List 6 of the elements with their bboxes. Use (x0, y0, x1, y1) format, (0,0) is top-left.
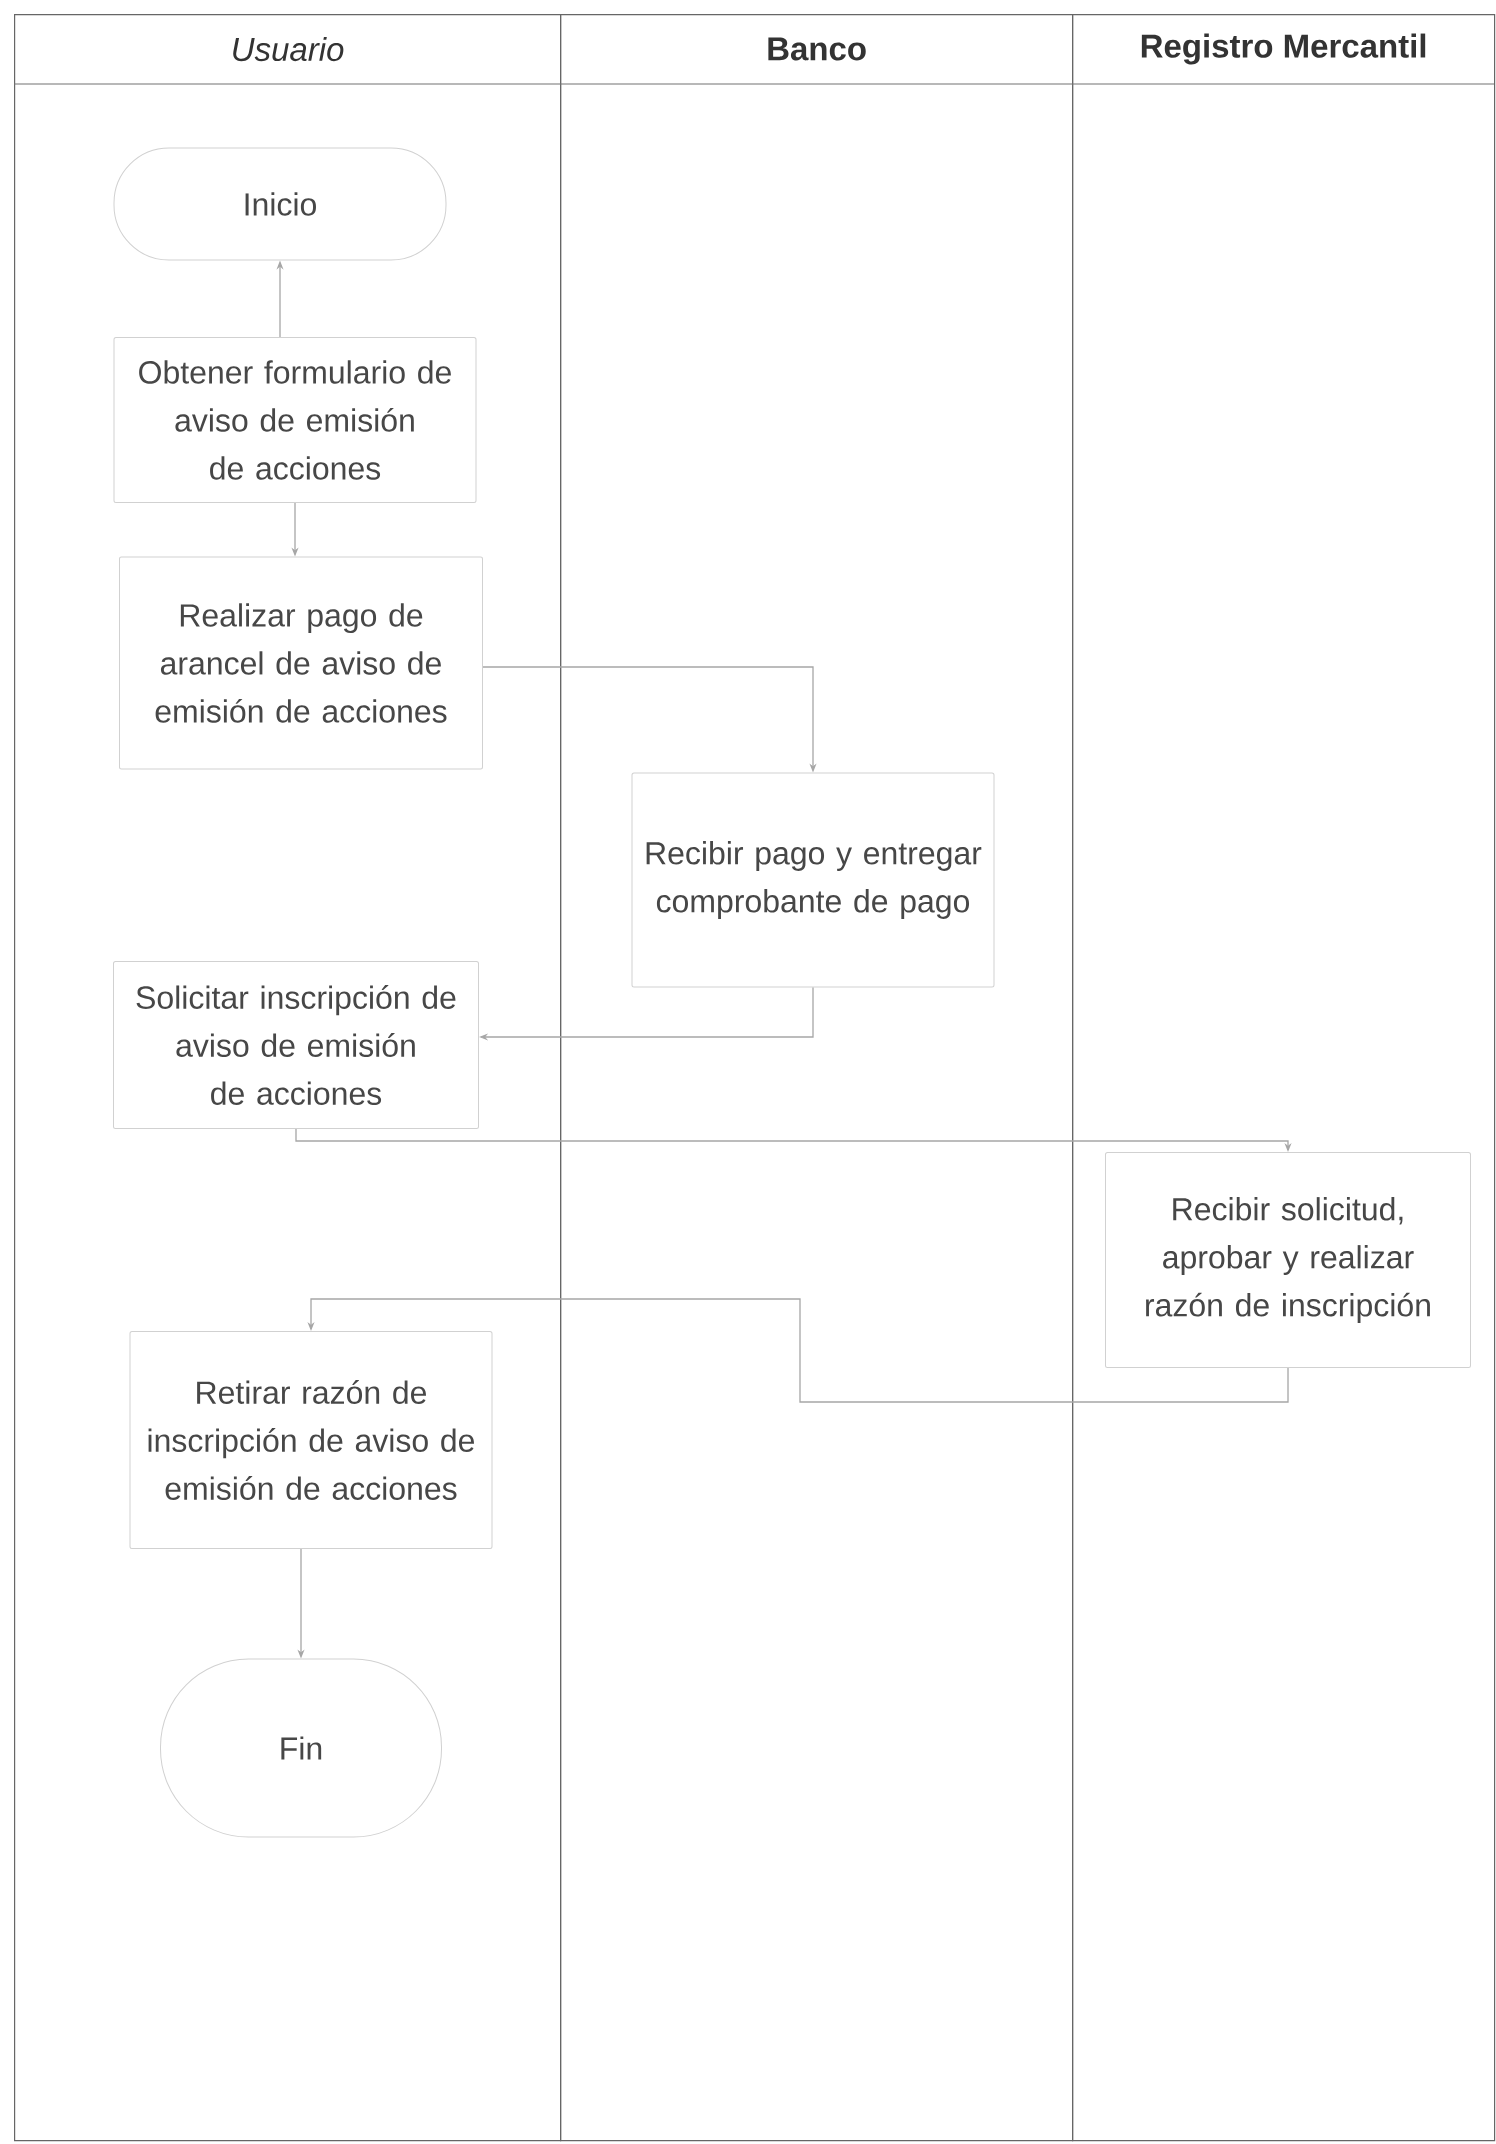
process-box: Recibir pago y entregar comprobante de pago (631, 772, 995, 988)
process-box: Retirar razón de inscripción de aviso de emisión de acciones (129, 1331, 493, 1549)
process-box: Realizar pago de arancel de aviso de emisión de acciones (119, 556, 483, 770)
process-box: Recibir solicitud, aprobar y realizar razón de inscripción (1105, 1152, 1471, 1368)
process-box: Obtener formulario de aviso de emisión de acciones (113, 337, 477, 503)
process-box: Solicitar inscripción de aviso de emisión de acciones (113, 961, 479, 1129)
